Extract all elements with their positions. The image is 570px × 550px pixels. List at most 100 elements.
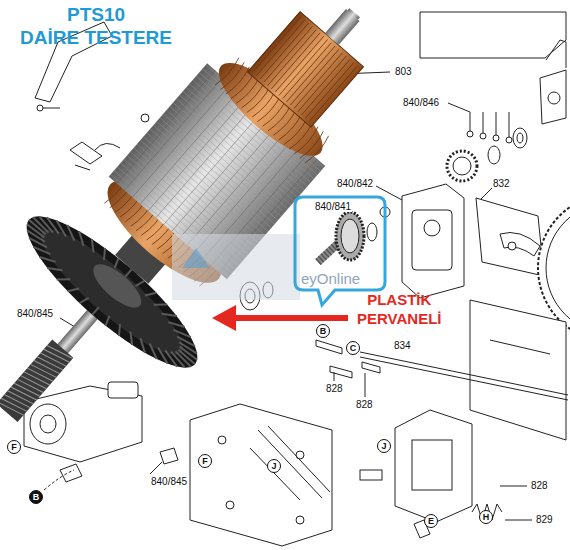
gear-teeth xyxy=(0,340,73,420)
line-art xyxy=(154,348,171,364)
leader-line xyxy=(150,462,162,474)
brush-holder xyxy=(60,464,82,482)
line-art xyxy=(470,112,471,132)
hole xyxy=(548,92,560,104)
line-art xyxy=(279,39,328,95)
screw xyxy=(75,165,90,170)
callout-number: 828 xyxy=(325,383,344,394)
leader-line xyxy=(365,373,366,397)
bearing xyxy=(513,128,527,148)
line-art xyxy=(162,308,177,323)
line-art xyxy=(264,26,313,82)
callout-letter: J xyxy=(271,462,276,471)
clamp xyxy=(330,366,352,378)
letter-callout: B xyxy=(316,324,330,338)
callout-number: 829 xyxy=(535,514,554,525)
line-art xyxy=(294,127,320,156)
armature xyxy=(0,0,438,485)
bearing-seat xyxy=(30,404,66,444)
line-art xyxy=(4,389,30,413)
leader-line xyxy=(505,520,532,521)
line-art xyxy=(509,112,510,138)
saw-blade xyxy=(546,202,570,334)
line-art xyxy=(86,239,99,252)
note-text: PLASTİK PERVANELİ xyxy=(356,291,442,329)
switch xyxy=(412,440,452,490)
screw xyxy=(360,470,382,480)
pinion-callout xyxy=(295,197,385,305)
mount-plate xyxy=(476,198,544,276)
bolt xyxy=(250,448,300,500)
gear-housing xyxy=(402,184,464,298)
pinion-gear xyxy=(336,212,364,260)
line-art xyxy=(74,231,89,246)
gear xyxy=(453,157,471,175)
line-art xyxy=(63,225,79,241)
bore xyxy=(424,220,440,236)
line-art xyxy=(34,355,60,379)
callout-letter: F xyxy=(202,457,208,466)
line-art xyxy=(92,307,99,315)
line-art xyxy=(17,374,43,398)
line-art xyxy=(271,33,320,89)
line-art xyxy=(137,144,255,246)
line-art xyxy=(180,95,298,197)
cable xyxy=(44,470,74,490)
bolt xyxy=(258,430,322,498)
line-art xyxy=(147,133,265,235)
line-art xyxy=(31,359,57,383)
leader-line xyxy=(546,40,560,60)
line-art xyxy=(27,363,53,387)
leader-line xyxy=(448,103,470,112)
line-art xyxy=(300,131,326,160)
callout-letter: J xyxy=(381,442,386,451)
line-art xyxy=(24,12,570,546)
callout-letter: E xyxy=(428,517,434,526)
line-art xyxy=(283,43,332,99)
letter-callout: E xyxy=(424,514,438,528)
callout-letter: B xyxy=(320,327,327,336)
callout-number: 803 xyxy=(394,66,413,77)
callout-letter: H xyxy=(483,513,490,522)
line-art xyxy=(144,137,262,239)
letter-callout: C xyxy=(346,341,360,355)
leader-line xyxy=(480,188,492,200)
washer xyxy=(367,223,377,241)
line-art xyxy=(506,137,512,143)
watermark-logo xyxy=(182,248,210,268)
callout-number: 828 xyxy=(355,399,374,410)
hole xyxy=(296,516,304,524)
diagram-title: PTS10 DAİRE TESTERE xyxy=(4,4,188,50)
line-art xyxy=(157,122,275,224)
line-art xyxy=(154,125,272,227)
bolt xyxy=(268,426,330,492)
line-art xyxy=(302,59,351,115)
line-art xyxy=(145,288,156,300)
callout-number: 840/845 xyxy=(16,308,54,319)
line-art xyxy=(256,20,305,76)
line-art xyxy=(103,316,112,326)
title-line: DAİRE TESTERE xyxy=(20,27,172,48)
pointer-arrow xyxy=(232,315,348,321)
line-art xyxy=(135,279,144,289)
callout-letter: F xyxy=(11,443,17,452)
line-art xyxy=(268,30,317,86)
ring xyxy=(141,114,149,122)
pinion-gear xyxy=(0,339,73,422)
rod-834 xyxy=(360,352,568,395)
callout-number: 840/841 xyxy=(314,201,352,212)
bracket xyxy=(540,70,566,124)
line-art xyxy=(480,133,486,139)
switch-plate xyxy=(190,404,332,546)
callout-number: 840/845 xyxy=(150,476,188,487)
leader-line xyxy=(334,372,335,381)
callout-bubble xyxy=(295,197,385,305)
screw xyxy=(43,108,60,109)
line-art xyxy=(14,378,40,402)
line-art xyxy=(11,382,37,406)
gear-housing xyxy=(412,210,452,270)
line-art xyxy=(294,53,343,109)
line-art xyxy=(215,58,241,87)
watermark: eyOnline xyxy=(300,270,361,287)
